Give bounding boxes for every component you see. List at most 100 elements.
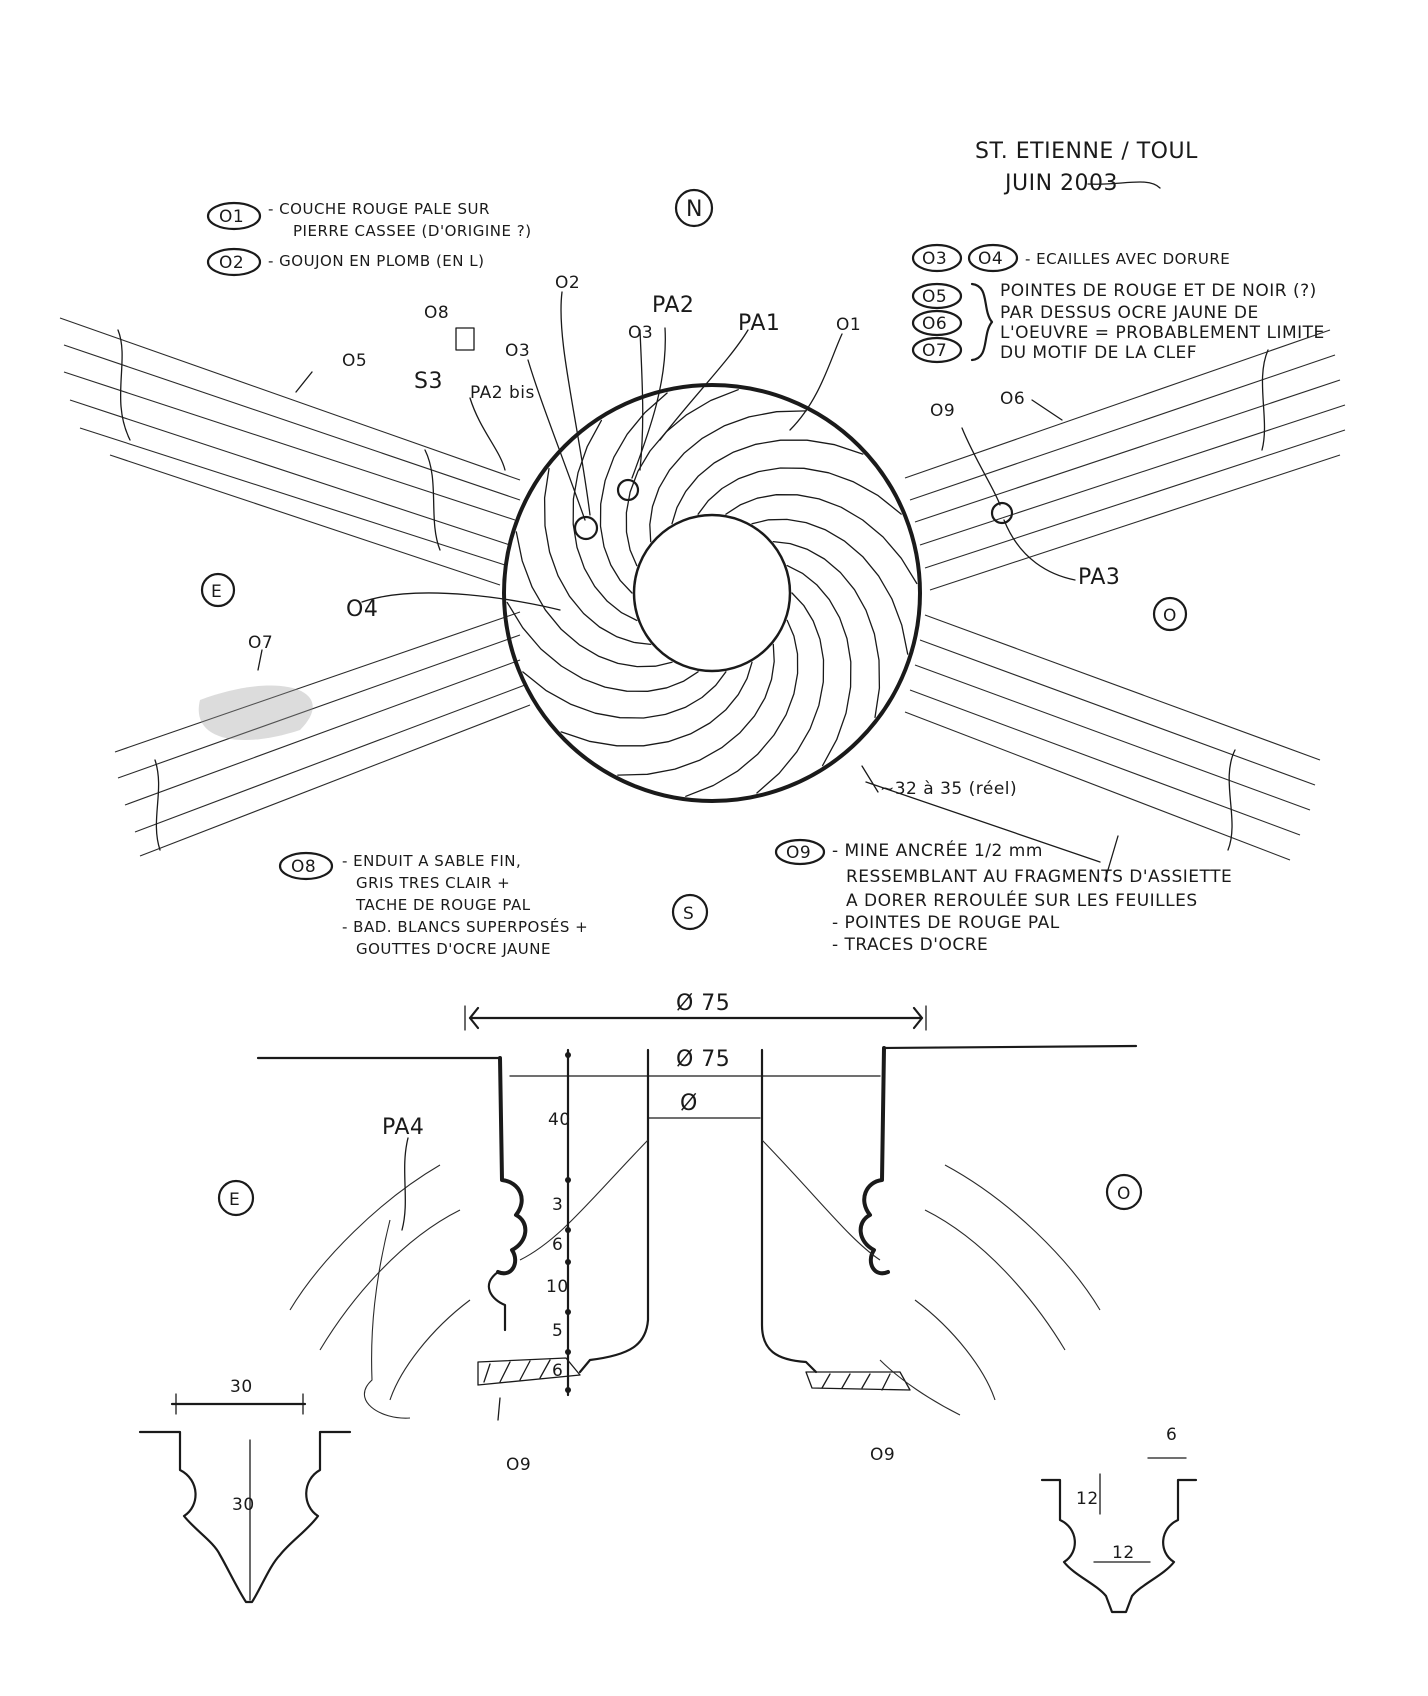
label-o3-a: O3 <box>628 323 653 343</box>
label-pa4: PA4 <box>382 1115 424 1140</box>
boss-leaf-stroke <box>506 601 699 692</box>
label-o6: O6 <box>1000 389 1025 409</box>
note-o8-line5: GOUTTES D'OCRE JAUNE <box>356 940 551 958</box>
label-pa3: PA3 <box>1078 565 1120 590</box>
boss-leaf-stroke <box>522 671 727 719</box>
boss-leaf-stroke <box>572 419 638 622</box>
label-o1: O1 <box>836 315 861 335</box>
label-o7: O7 <box>248 633 273 653</box>
boss-leaf-stroke <box>697 467 902 515</box>
note-o3-tag: O3 <box>922 249 947 269</box>
north-marker: N <box>674 188 714 228</box>
notes-right-top: O3 O4 - ECAILLES AVEC DORURE O5 O6 O7 PO… <box>911 243 1325 364</box>
note-o2-tag: O2 <box>219 253 244 273</box>
section-profile <box>256 1044 1138 1419</box>
boss-leaf-stroke <box>515 531 673 668</box>
boss-leaf-stroke <box>599 392 668 594</box>
boss-leaf-stroke <box>649 410 807 543</box>
boss-leaf-stroke <box>625 389 739 567</box>
note-o1-tag: O1 <box>219 207 244 227</box>
note-o34-text: - ECAILLES AVEC DORURE <box>1025 250 1230 268</box>
west-label: O <box>1163 606 1177 626</box>
label-o4: O4 <box>346 597 378 622</box>
rib-northeast <box>904 329 1346 591</box>
north-label: N <box>686 197 703 222</box>
notes-bottom-right: O9 - MINE ANCRÉE 1/2 mm RESSEMBLANT AU F… <box>774 838 1232 955</box>
boss-leaf-stroke <box>756 592 825 794</box>
note-o567-line3: L'OEUVRE = PROBABLEMENT LIMITE <box>1000 323 1325 343</box>
note-o9-line1: - MINE ANCRÉE 1/2 mm <box>832 839 1043 861</box>
stack-5: 5 <box>552 1321 563 1341</box>
note-o567-line1: POINTES DE ROUGE ET DE NOIR (?) <box>1000 281 1317 301</box>
boss-leaf-stroke <box>543 467 652 646</box>
label-dim-32-35: ~32 à 35 (réel) <box>880 779 1017 799</box>
note-o7-tag: O7 <box>922 341 947 361</box>
plan-labels: O8 O2 PA2 PA1 O1 O3 O3 O5 S3 PA2 bis O6 … <box>248 273 1120 881</box>
stack-6: 6 <box>552 1235 563 1255</box>
note-o6-tag: O6 <box>922 314 947 334</box>
label-pa2: PA2 <box>652 293 694 318</box>
compass-south: S <box>671 893 709 931</box>
rib-northwest <box>59 317 521 586</box>
label-pa2bis: PA2 bis <box>470 383 535 403</box>
notes-left-top: O1 - COUCHE ROUGE PALE SUR PIERRE CASSEE… <box>206 200 532 277</box>
note-o8-tag: O8 <box>291 857 316 877</box>
rib-southeast <box>904 614 1321 861</box>
label-o9-left: O9 <box>506 1455 531 1475</box>
detail-left-height: 30 <box>232 1495 255 1515</box>
compass-east: E <box>200 572 236 608</box>
note-o9-tag: O9 <box>786 843 811 863</box>
label-s3: S3 <box>414 369 443 394</box>
note-o2-line1: - GOUJON EN PLOMB (EN L) <box>268 252 484 270</box>
section-west-label: O <box>1117 1184 1131 1204</box>
section-labels: PA4 O9 O9 E O <box>217 1115 1143 1475</box>
stack-40: 40 <box>548 1110 571 1130</box>
note-o1-line1: - COUCHE ROUGE PALE SUR <box>268 200 490 218</box>
dim-inner: Ø <box>680 1091 698 1116</box>
header: ST. ETIENNE / TOUL JUIN 2003 <box>975 139 1198 196</box>
boss-leaf-stroke <box>772 540 881 719</box>
keystone-boss <box>502 383 1014 803</box>
detail-left-width: 30 <box>230 1377 253 1397</box>
boss-leaf-stroke <box>685 619 799 797</box>
boss-leaf-stroke <box>751 518 909 655</box>
label-o5: O5 <box>342 351 367 371</box>
stack-6b: 6 <box>552 1361 563 1381</box>
note-o9-line2: RESSEMBLANT AU FRAGMENTS D'ASSIETTE <box>846 867 1232 887</box>
south-label: S <box>683 904 694 924</box>
note-o8-line4: - BAD. BLANCS SUPERPOSÉS + <box>342 917 588 936</box>
label-o8: O8 <box>424 303 449 323</box>
plan-leaders <box>257 291 1076 671</box>
dim-outer-75: Ø 75 <box>676 991 730 1016</box>
rib-southwest <box>114 611 531 857</box>
keystone-oculus <box>632 513 792 673</box>
note-o9-line4: - POINTES DE ROUGE PAL <box>832 913 1060 933</box>
boss-leaf-stroke <box>725 494 918 585</box>
label-o2: O2 <box>555 273 580 293</box>
note-o1-line2: PIERRE CASSEE (D'ORIGINE ?) <box>293 222 532 240</box>
detail-right-width: 12 <box>1112 1543 1135 1563</box>
label-o9: O9 <box>930 401 955 421</box>
detail-right-profile: 6 12 12 <box>1040 1425 1198 1614</box>
boss-leaf-stroke <box>671 439 864 525</box>
section-dimensions: Ø 75 Ø 75 Ø <box>464 991 927 1119</box>
note-o567-line2: PAR DESSUS OCRE JAUNE DE <box>1000 303 1259 323</box>
compass-west: O <box>1152 596 1188 632</box>
boss-leaf-stroke <box>617 643 775 776</box>
section-stack-dimension: 40 3 6 10 5 6 <box>546 1048 571 1397</box>
label-o3-b: O3 <box>505 341 530 361</box>
label-pa1: PA1 <box>738 311 780 336</box>
note-o9-line5: - TRACES D'OCRE <box>832 935 988 955</box>
note-o8-line2: GRIS TRES CLAIR + <box>356 874 510 892</box>
detail-left-profile: 30 30 <box>138 1377 352 1604</box>
east-label: E <box>211 582 222 602</box>
notes-bottom-left: O8 - ENDUIT A SABLE FIN, GRIS TRES CLAIR… <box>278 851 588 958</box>
dim-inner-top-75: Ø 75 <box>676 1047 730 1072</box>
label-o9-right: O9 <box>870 1445 895 1465</box>
note-o5-tag: O5 <box>922 287 947 307</box>
header-title-line1: ST. ETIENNE / TOUL <box>975 139 1198 164</box>
note-o8-line3: TACHE DE ROUGE PAL <box>355 896 531 914</box>
note-o4-tag: O4 <box>978 249 1003 269</box>
boss-leaf-stroke <box>786 564 852 767</box>
